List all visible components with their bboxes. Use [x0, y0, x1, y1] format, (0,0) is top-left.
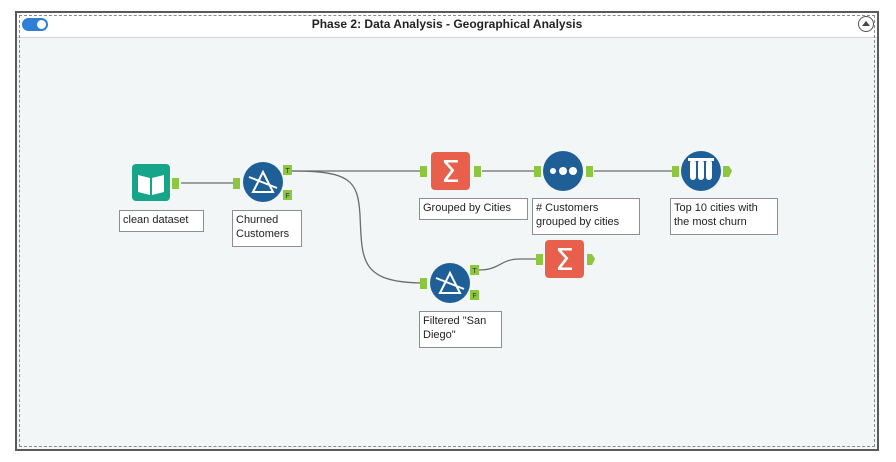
filter-icon [248, 169, 278, 193]
toggle-knob [37, 20, 46, 29]
input-anchor[interactable] [420, 278, 427, 289]
filter-tool-1[interactable]: T F [233, 162, 292, 202]
filter-tool-2[interactable]: T F [420, 263, 479, 303]
count-records-tool[interactable] [534, 151, 593, 191]
input-tool[interactable] [132, 164, 179, 201]
sigma-icon: Σ [441, 155, 460, 190]
input-anchor[interactable] [672, 166, 679, 177]
tool-label-filter1[interactable]: Churned Customers [232, 210, 302, 247]
input-anchor[interactable] [534, 166, 541, 177]
input-anchor[interactable] [420, 166, 427, 177]
true-anchor-label: T [285, 168, 290, 175]
false-anchor-label: F [472, 293, 476, 300]
sigma-icon: Σ [555, 243, 574, 278]
summarize-tool-1-body [431, 152, 470, 190]
false-anchor[interactable] [283, 190, 292, 200]
connections [181, 170, 672, 284]
sample-tool[interactable] [672, 151, 732, 191]
tool-label-sample[interactable]: Top 10 cities with the most churn [670, 198, 778, 235]
book-icon [138, 175, 164, 195]
summarize-tool-2[interactable]: Σ [536, 240, 595, 278]
container-title: Phase 2: Data Analysis - Geographical An… [311, 17, 583, 31]
summarize-tool-2-body [545, 240, 584, 278]
input-anchor[interactable] [536, 254, 543, 265]
false-anchor[interactable] [470, 290, 479, 300]
connection-filter1-filter2[interactable] [290, 170, 422, 284]
input-tool-body [132, 164, 170, 201]
output-anchor[interactable] [172, 178, 179, 189]
tool-label-filter2[interactable]: Filtered "San Diego" [419, 311, 502, 348]
filter-icon [435, 270, 465, 294]
tool-label-summarize1[interactable]: Grouped by Cities [419, 198, 528, 220]
tool-label-input[interactable]: clean dataset [119, 210, 204, 232]
true-anchor-label: T [472, 268, 477, 275]
tool-label-count[interactable]: # Customers grouped by cities [532, 198, 640, 235]
output-anchor[interactable] [587, 254, 595, 265]
summarize-tool-1[interactable]: Σ [420, 152, 481, 190]
container-enable-toggle[interactable] [22, 18, 48, 31]
container-header[interactable]: Phase 2: Data Analysis - Geographical An… [17, 13, 877, 38]
collapse-icon[interactable] [858, 16, 874, 32]
false-anchor-label: F [285, 193, 289, 200]
output-anchor[interactable] [586, 166, 593, 177]
output-anchor[interactable] [723, 166, 732, 177]
test-tubes-icon [688, 158, 714, 180]
true-anchor[interactable] [283, 165, 292, 175]
output-anchor[interactable] [474, 166, 481, 177]
dots-icon [550, 167, 577, 175]
input-anchor[interactable] [233, 178, 240, 189]
connection-filter2-summarize2[interactable] [478, 258, 536, 271]
true-anchor[interactable] [470, 265, 479, 275]
